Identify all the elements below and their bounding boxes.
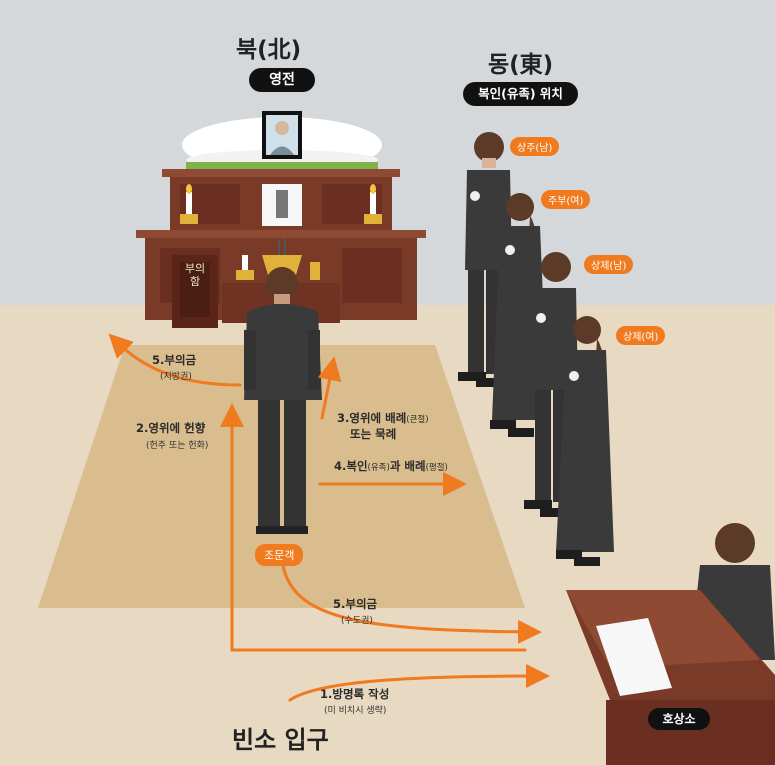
donation-box-label: 부의함 [180,262,210,288]
step2-title: 2.영위에 헌향 [136,420,205,436]
upper-altar [162,169,400,232]
entrance-label: 빈소 입구 [232,720,329,755]
family-tag-4: 상제(여) [616,326,665,345]
east-label: 복인(유족) 위치 [463,82,578,106]
step1-sub: (미 비치시 생략) [324,703,386,716]
step3-line1: 3.영위에 배례(큰절) [337,410,429,426]
step5a-sub: (지방권) [160,369,192,382]
east-heading: 동(東) [488,45,553,79]
step5a-title: 5.부의금 [152,352,196,368]
step3-line2: 또는 묵례 [350,426,396,442]
north-heading: 북(北) [236,30,301,64]
step4-title: 4.복인(유족)과 배례(평절) [334,458,448,474]
desk-label: 호상소 [648,708,710,730]
step5b-title: 5.부의금 [333,596,377,612]
family-tag-1: 상주(남) [510,137,559,156]
visitor-tag: 조문객 [255,544,303,566]
family-tag-3: 상제(남) [584,255,633,274]
step5b-sub: (수도권) [341,613,373,626]
step2-sub: (헌주 또는 헌화) [146,438,208,451]
memorial-portrait [262,111,302,159]
family-tag-2: 주부(여) [541,190,590,209]
step1-title: 1.방명록 작성 [320,686,389,702]
north-label: 영전 [249,68,315,92]
